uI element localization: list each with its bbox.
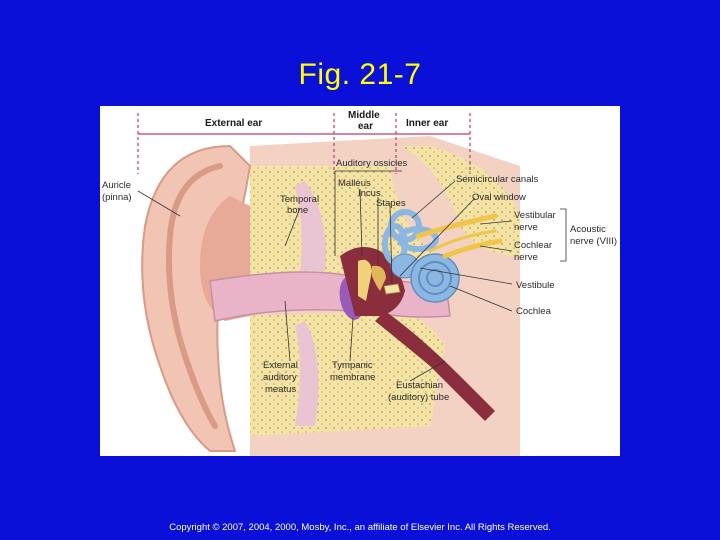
slide-title: Fig. 21-7	[298, 58, 422, 91]
label-temporal-bone-line2: bone	[287, 205, 308, 216]
region-inner-ear: Inner ear	[406, 118, 448, 129]
label-external-auditory-meatus-line2: auditory	[263, 372, 297, 383]
label-vestibular-nerve-line1: Vestibular	[514, 210, 556, 221]
cochlea	[410, 253, 460, 303]
incus	[372, 265, 386, 291]
label-auricle-line1: Auricle	[102, 180, 131, 191]
label-tympanic-membrane-line1: Tympanic	[332, 360, 373, 371]
region-middle-ear-line1: Middle	[348, 110, 380, 121]
label-vestibular-nerve-line2: nerve	[514, 222, 538, 233]
label-cochlear-nerve-line2: nerve	[514, 252, 538, 263]
leader-lines	[137, 170, 567, 382]
malleus	[358, 259, 372, 301]
label-auricle-line2: (pinna)	[102, 192, 132, 203]
copyright-notice: Copyright © 2007, 2004, 2000, Mosby, Inc…	[169, 522, 551, 533]
label-malleus: Malleus	[338, 178, 371, 189]
tissue-pocket-lower	[295, 321, 319, 426]
acoustic-nerve	[415, 213, 503, 259]
label-cochlear-nerve-line1: Cochlear	[514, 240, 552, 251]
label-eustachian-tube-line1: Eustachian	[396, 380, 443, 391]
label-acoustic-nerve-line2: nerve (VIII)	[570, 236, 617, 247]
label-auditory-ossicles: Auditory ossicles	[336, 158, 408, 169]
auricle-inner-fold	[166, 163, 223, 429]
label-semicircular-canals: Semicircular canals	[456, 174, 539, 185]
middle-ear-cavity	[340, 247, 405, 316]
region-middle-ear-line2: ear	[358, 121, 373, 132]
label-cochlea: Cochlea	[516, 306, 552, 317]
region-external-ear: External ear	[205, 118, 262, 129]
label-acoustic-nerve-line1: Acoustic	[570, 224, 606, 235]
label-external-auditory-meatus-line3: meatus	[265, 384, 296, 395]
label-incus: Incus	[358, 188, 381, 199]
stapes	[383, 283, 401, 295]
label-oval-window: Oval window	[472, 192, 526, 203]
ear-anatomy-illustration: External ear Middle ear Inner ear Auricl…	[102, 110, 617, 456]
region-header	[137, 113, 471, 174]
label-tympanic-membrane-line2: membrane	[330, 372, 375, 383]
label-stapes: Stapes	[376, 198, 406, 209]
label-vestibule: Vestibule	[516, 280, 555, 291]
label-eustachian-tube-line2: (auditory) tube	[388, 392, 449, 403]
label-external-auditory-meatus-line1: External	[263, 360, 298, 371]
label-temporal-bone-line1: Temporal	[280, 194, 319, 205]
eustachian-tube	[375, 311, 495, 421]
temporal-bone-upper	[250, 146, 520, 256]
tissue-pocket-upper	[295, 181, 326, 271]
ear-anatomy-figure: External ear Middle ear Inner ear Auricl…	[100, 106, 620, 456]
